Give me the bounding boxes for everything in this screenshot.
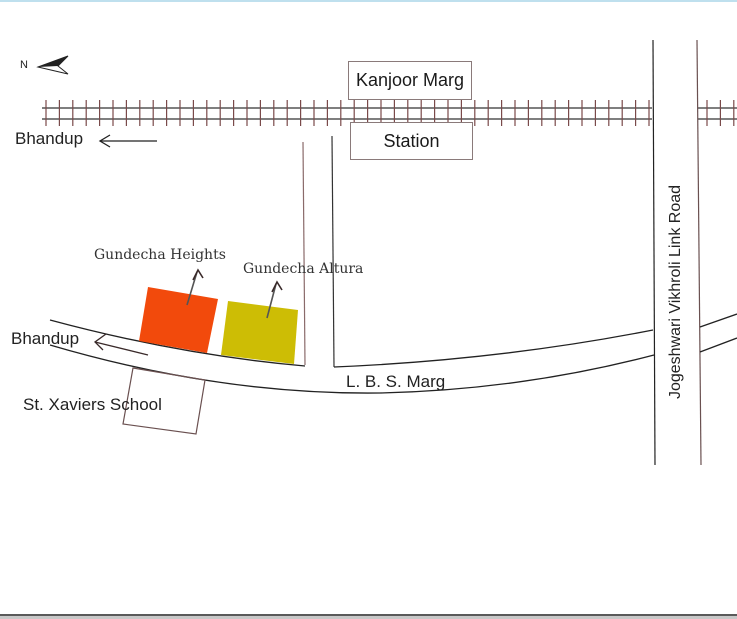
side-road-right: [331, 135, 335, 368]
bhandup-road-arrow-icon: [94, 333, 149, 356]
railway-ties: [45, 100, 735, 126]
gundecha-heights-block: [139, 287, 218, 353]
lbs-marg-upper-left: [49, 319, 306, 367]
altura-pointer: [266, 283, 277, 319]
lbs-marg-lower: [49, 344, 655, 394]
school-label: St. Xaviers School: [23, 395, 162, 414]
station-top-label: Kanjoor Marg: [355, 70, 465, 90]
side-road-left: [302, 141, 306, 366]
jvlr-label: Jogeshwari Vikhroli Link Road: [667, 184, 684, 400]
north-label: N: [20, 59, 28, 71]
station-bottom-box: Station: [350, 122, 473, 160]
bottom-border: [0, 614, 737, 616]
school-outline: [122, 367, 206, 435]
gundecha-altura-label: Gundecha Altura: [243, 261, 364, 277]
gundecha-heights-label: Gundecha Heights: [94, 247, 226, 263]
jvlr-left-edge: [652, 39, 656, 466]
lbs-marg-label: L. B. S. Marg: [346, 372, 446, 391]
bottom-border-light: [0, 616, 737, 619]
gundecha-altura-block: [221, 301, 298, 364]
station-top-box: Kanjoor Marg: [348, 61, 472, 100]
lbs-marg-upper-far: [699, 313, 737, 328]
railway-track: [42, 107, 737, 120]
station-bottom-label: Station: [383, 130, 440, 151]
bhandup-road-label: Bhandup: [11, 329, 80, 348]
bhandup-rail-arrow-icon: [98, 134, 157, 148]
lbs-marg-upper-right: [333, 329, 654, 368]
jvlr-right-edge: [696, 39, 702, 466]
top-border: [0, 0, 737, 2]
lbs-marg-lower-far: [699, 337, 737, 353]
heights-pointer: [186, 271, 198, 306]
north-arrow-icon: [36, 55, 69, 75]
bhandup-rail-label: Bhandup: [15, 129, 84, 148]
